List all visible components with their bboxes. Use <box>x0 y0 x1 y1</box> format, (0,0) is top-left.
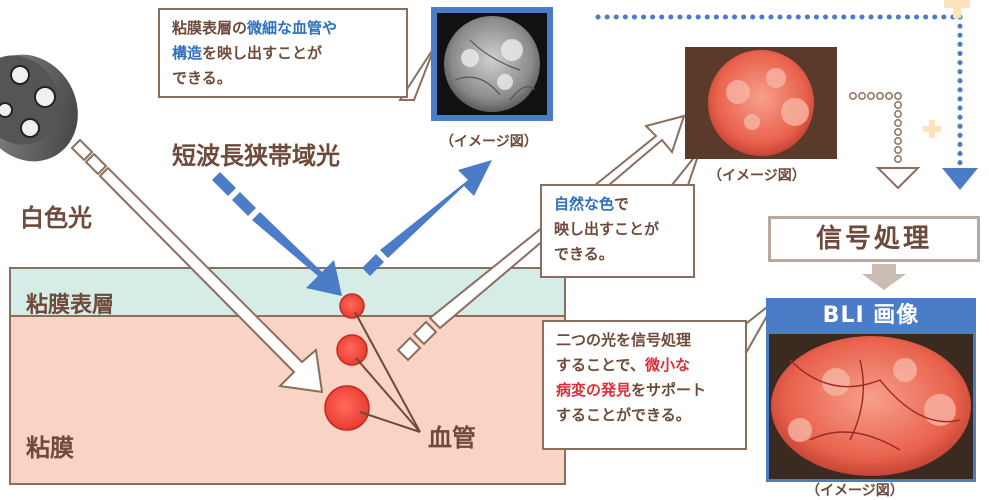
callout-white-light-description: 自然な色で 映し出すことが できる。 <box>540 184 695 278</box>
callout-bli-description: 二つの光を信号処理 することで、微小な 病変の発見をサポート することができる。 <box>542 320 747 450</box>
callout-narrowband-description: 粘膜表層の微細な血管や 構造を映し出すことが できる。 <box>158 8 408 98</box>
callout-text: を映し出すことが <box>202 44 323 62</box>
vessel-large <box>324 385 370 431</box>
callout-text: することができる。 <box>556 406 691 424</box>
image-caption-bli: （イメージ図） <box>806 483 904 499</box>
white-light-arrow <box>70 138 324 394</box>
blue-down-arrow <box>942 168 978 190</box>
outline-down-arrow <box>875 167 921 190</box>
callout-highlight-text: 微小な <box>644 356 690 374</box>
outline-dotted-path <box>849 92 902 163</box>
blue-dotted-path <box>595 14 963 169</box>
sparkle-decorations <box>923 0 970 138</box>
callout-text: 二つの光を信号処理 <box>556 331 692 349</box>
narrowband-reflected-arrow <box>362 160 492 276</box>
white-light-endoscopy-image <box>685 47 837 159</box>
callout-text: できる。 <box>554 245 614 263</box>
callout-text: をサポート <box>631 381 707 399</box>
callout-text: することで、 <box>556 356 645 374</box>
callout-highlight-text: 自然な色 <box>554 195 615 213</box>
callout-highlight-text: 構造 <box>172 44 203 62</box>
white-light-label: 白色光 <box>20 204 92 232</box>
callout-text: できる。 <box>172 69 232 87</box>
callout-top-tail <box>398 45 436 101</box>
callout-text: 映し出すことが <box>554 220 660 238</box>
processing-down-arrow <box>862 264 906 290</box>
narrowband-light-arrow <box>212 172 342 296</box>
mucosa-layer <box>9 315 566 485</box>
grayscale-endoscopy-image <box>431 7 553 121</box>
vessel-medium <box>336 334 368 366</box>
bli-image-title: BLI 画像 <box>766 298 976 334</box>
narrowband-light-label: 短波長狭帯域光 <box>172 142 340 170</box>
signal-processing-box: 信号処理 <box>768 216 980 262</box>
image-caption-white-light: （イメージ図） <box>708 168 806 184</box>
mucosa-label: 粘膜 <box>26 434 74 462</box>
endoscope-tip-icon <box>0 54 78 162</box>
callout-text: で <box>614 195 630 213</box>
callout-highlight-text: 微細な血管や <box>247 19 338 37</box>
vessel-pointer-lines <box>354 311 421 433</box>
vessel-small <box>339 293 365 319</box>
image-caption-grayscale: （イメージ図） <box>440 134 538 150</box>
bli-endoscopy-image-graphic <box>766 298 976 482</box>
vessel-label: 血管 <box>428 424 476 452</box>
callout-highlight-text: 病変の発見 <box>556 381 632 399</box>
mucosa-surface-label: 粘膜表層 <box>26 293 115 318</box>
callout-text: 粘膜表層の <box>172 19 248 37</box>
